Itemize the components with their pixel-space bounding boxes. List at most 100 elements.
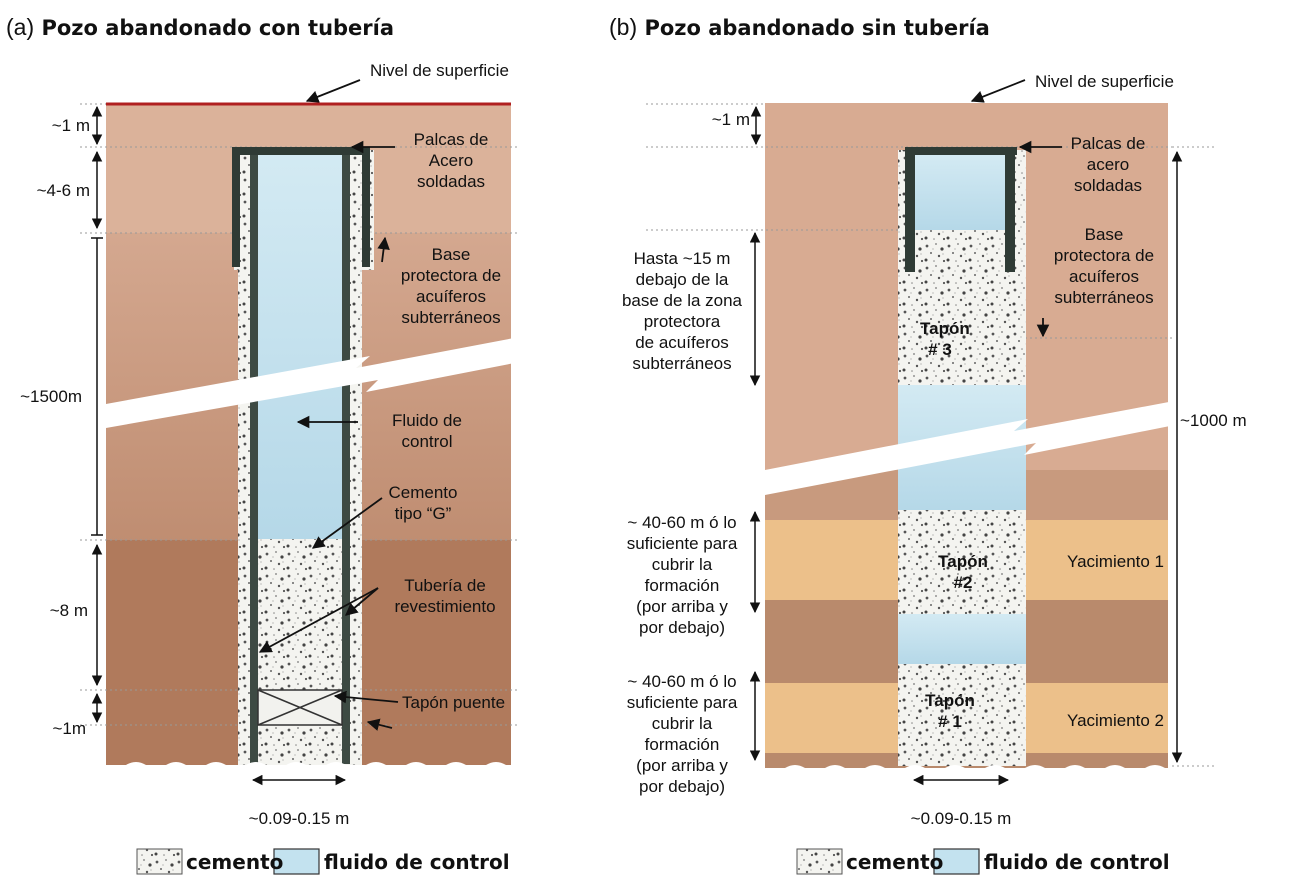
plates-line: Acero	[428, 151, 474, 170]
casing-line: revestimiento	[394, 597, 496, 616]
aquifer-label-b: Base protectora de acuíferos subterráneo…	[1042, 224, 1166, 308]
aquifer-line: acuíferos	[1069, 267, 1139, 286]
depth-line: subterráneos	[632, 354, 732, 373]
fluid-line: control	[401, 432, 453, 451]
legend-cement-swatch-a	[136, 848, 183, 875]
steel-plate-b	[905, 147, 1017, 155]
formation-line: formación	[644, 735, 720, 754]
dim-4-6m-a: ~4-6 m	[36, 181, 90, 200]
bottom-edge-b	[765, 765, 1168, 790]
depth-line: Hasta ~15 m	[633, 249, 731, 268]
surface-label-b: Nivel de superficie	[1035, 72, 1174, 91]
pointers-b	[970, 79, 1062, 338]
aquifer-line: Base	[1084, 225, 1124, 244]
reservoir-1-label-b: Yacimiento 1	[1067, 552, 1165, 571]
control-fluid-a	[258, 155, 342, 539]
plates-line: acero	[1086, 155, 1130, 174]
aquifer-label-a: Base protectora de acuíferos subterráneo…	[390, 244, 512, 328]
formation-line: por debajo)	[638, 777, 725, 796]
casing-label-a: Tubería de revestimiento	[382, 575, 508, 617]
panel-b-letter: (b)	[609, 14, 638, 40]
plug-line: # 3	[928, 340, 952, 359]
depth-break-b	[765, 398, 1190, 495]
fluid-label-a: Fluido de control	[372, 410, 482, 452]
depth-15m-label-b: Hasta ~15 m debajo de la base de la zona…	[612, 248, 752, 374]
dim-1m-b: ~1 m	[711, 110, 750, 129]
dim-1m-a: ~1 m	[51, 116, 90, 135]
casing-right-a	[342, 152, 350, 764]
panel-a-title: (a) Pozo abandonado con tubería	[6, 14, 394, 41]
depth-line: de acuíferos	[635, 333, 729, 352]
formation-line: cubrir la	[651, 555, 713, 574]
plug-3-label-b: Tapón # 3	[920, 318, 970, 360]
plates-label-b: Palcas de acero soldadas	[1053, 133, 1163, 196]
level-lines-b	[646, 103, 1215, 767]
aquifer-line: protectora de	[400, 266, 502, 285]
legend-b	[796, 848, 980, 875]
casing-left-a	[250, 152, 258, 764]
aquifer-line: Base	[431, 245, 471, 264]
casing-right-b	[1005, 147, 1015, 272]
formation-line: ~ 40-60 m ó lo	[627, 672, 737, 691]
plates-line: Palcas de	[1070, 134, 1146, 153]
dim-1000m-b: ~1000 m	[1180, 411, 1247, 430]
plug-2-label-b: Tapón #2	[935, 551, 991, 593]
cement-line: tipo “G”	[394, 504, 452, 523]
plug-line: #2	[953, 573, 973, 592]
diameter-label-b: ~0.09-0.15 m	[910, 809, 1012, 828]
pointers-a	[258, 79, 399, 731]
legend-cement-label-a: cemento	[186, 850, 284, 874]
formation-line: cubrir la	[651, 714, 713, 733]
panel-a	[80, 79, 530, 790]
steel-plate-side-right-a	[362, 147, 370, 267]
depth-line: debajo de la	[635, 270, 729, 289]
casing-line: Tubería de	[404, 576, 486, 595]
panel-b-title: (b) Pozo abandonado sin tubería	[609, 14, 990, 41]
surface-label-a: Nivel de superficie	[370, 61, 509, 80]
panel-a-title-text: Pozo abandonado con tubería	[41, 16, 395, 40]
plates-line: Palcas de	[413, 130, 489, 149]
aquifer-line: protectora de	[1053, 246, 1155, 265]
bottom-edge-a	[106, 762, 511, 790]
dim-8m-a: ~8 m	[49, 601, 88, 620]
depth-line: protectora	[643, 312, 721, 331]
fluid-top-b	[915, 155, 1005, 230]
formation-line: (por arriba y	[636, 756, 728, 775]
plug-line: Tapón	[920, 319, 970, 338]
plates-line: soldadas	[1073, 176, 1143, 195]
cement-line: Cemento	[388, 483, 458, 502]
legend-fluid-label-b: fluido de control	[984, 850, 1170, 874]
formation-line: por debajo)	[638, 618, 725, 637]
legend-cement-swatch-b	[796, 848, 843, 875]
formation-line: ~ 40-60 m ó lo	[627, 513, 737, 532]
formation-label-1-b: ~ 40-60 m ó lo suficiente para cubrir la…	[612, 512, 752, 638]
formation-line: formación	[644, 576, 720, 595]
dimensions-b	[749, 105, 1183, 786]
steel-plate-a	[232, 147, 370, 155]
plates-line: soldadas	[416, 172, 486, 191]
dim-1500m-a: ~1500m	[20, 387, 82, 406]
depth-break-a	[106, 335, 530, 428]
formation-line: (por arriba y	[636, 597, 728, 616]
steel-plate-side-left-a	[232, 147, 240, 267]
plates-label-a: Palcas de Acero soldadas	[398, 129, 504, 192]
aquifer-line: subterráneos	[401, 308, 501, 327]
depth-line: base de la zona	[621, 291, 743, 310]
legend-fluid-label-a: fluido de control	[324, 850, 510, 874]
legend-a	[136, 848, 320, 875]
diameter-label-a: ~0.09-0.15 m	[248, 809, 350, 828]
bridge-plug-a	[257, 689, 343, 726]
casing-left-b	[905, 147, 915, 272]
panel-b	[646, 79, 1215, 790]
bridge-plug-label-a: Tapón puente	[402, 693, 506, 712]
panel-a-letter: (a)	[6, 14, 35, 40]
formation-line: suficiente para	[626, 534, 738, 553]
reservoir-2-label-b: Yacimiento 2	[1067, 711, 1165, 730]
formation-label-2-b: ~ 40-60 m ó lo suficiente para cubrir la…	[612, 671, 752, 797]
aquifer-line: acuíferos	[416, 287, 486, 306]
dim-1m-bottom-a: ~1m	[52, 719, 86, 738]
plug-line: Tapón	[938, 552, 988, 571]
panel-b-title-text: Pozo abandonado sin tubería	[644, 16, 990, 40]
dimensions-a	[91, 105, 347, 786]
